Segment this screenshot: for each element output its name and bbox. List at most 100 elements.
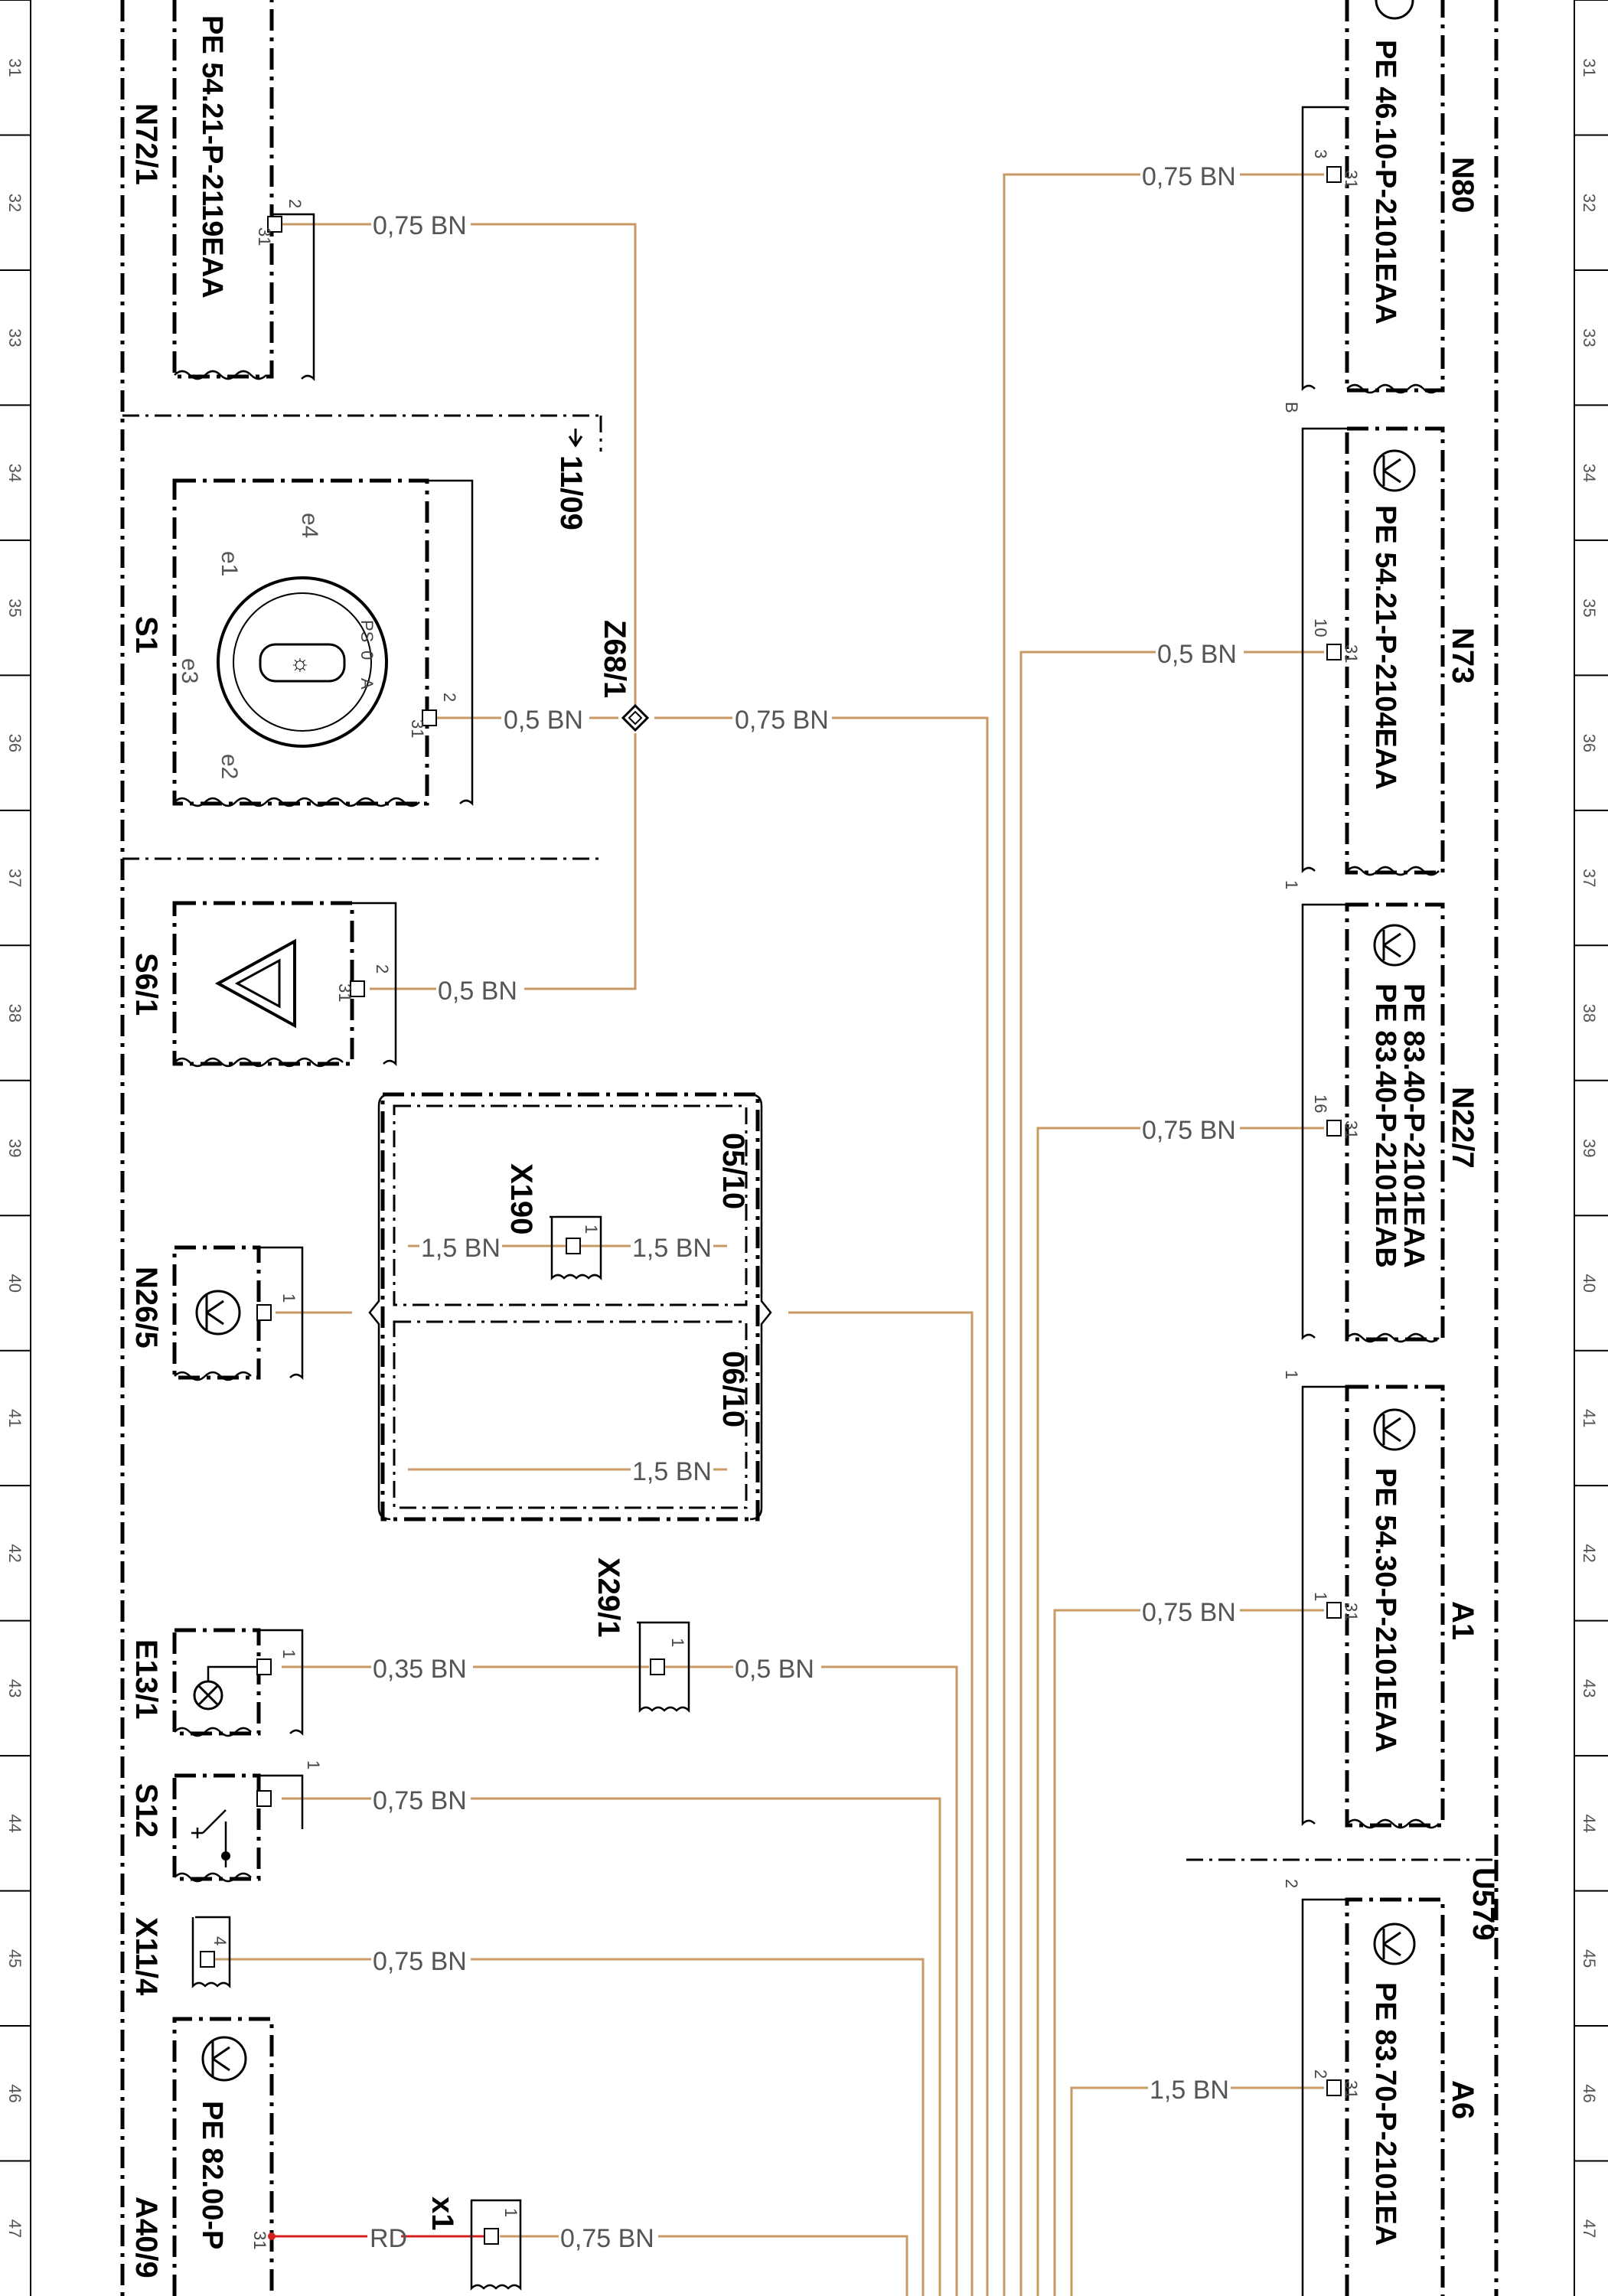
grid-number: 46 [1580,2084,1599,2102]
x11-label: X11/4 [129,1917,163,1996]
component-s6-1: 31 2 S6/1 [129,901,397,1068]
component-a6: 31 2 2 A6 PE 83.70-P-2101EA [1282,1879,1479,2296]
wire-label-n72: 0,75 BN [373,211,467,240]
grid-number: 33 [1580,328,1599,347]
grid-number: 47 [1580,2219,1599,2238]
n80-label: N80 [1446,157,1479,213]
s1-mark-0: 0 [357,651,377,660]
s1-mark-a: A [357,678,377,690]
transistor-icon [1373,924,1416,967]
wire-label-n73: 0,5 BN [1157,640,1237,669]
n22-label: N22/7 [1446,1087,1479,1169]
grid-number: 40 [1580,1274,1599,1292]
component-x1: 1 x1 [426,2197,522,2291]
s12-pinnum: 1 [304,1760,323,1769]
grid-number: 31 [1580,58,1599,77]
s1-pos-e4: e4 [297,513,322,538]
z68-label: Z68/1 [598,620,631,698]
grid-number: 41 [5,1409,24,1427]
grid-number: 31 [5,58,24,77]
component-x29-1: 1 X29/1 [592,1557,690,1714]
grid-number: 37 [1580,869,1599,887]
component-e13-1: 1 E13/1 [129,1628,304,1737]
wire-label-s6: 0,5 BN [438,977,517,1006]
a1-label: A1 [1446,1601,1479,1640]
transistor-icon [1373,449,1416,492]
grid-number: 34 [1580,464,1599,482]
a6-topmark: 2 [1282,1879,1301,1888]
grid-number: 40 [5,1274,24,1292]
wire-label-n22: 0,75 BN [1142,1116,1236,1145]
x29-pinnum: 1 [668,1638,687,1647]
a6-pin: 31 [1342,2080,1361,2099]
variant-block: 05/10 06/10 1 X190 [368,1092,772,1521]
grid-number: 32 [1580,194,1599,212]
wire-label-a1: 0,75 BN [1142,1598,1236,1627]
s1-pos-e1: e1 [217,551,242,576]
grid-number: 42 [1580,1544,1599,1562]
grid-number: 45 [5,1949,24,1968]
grid-number: 35 [1580,598,1599,617]
grid-number: 39 [1580,1139,1599,1157]
component-n72-1: 31 2 N72/1 PE 54.21-P-2119EAA [129,0,315,382]
wire-label-s12: 0,75 BN [373,1786,467,1815]
x190-pinnum: 1 [582,1225,601,1234]
ref-1109-label: 11/09 [554,455,588,530]
transistor-icon [195,1290,241,1336]
component-s1: 31 2 S1 ☼ PS 0 A e1 e2 e3 e4 [129,478,474,807]
n72-doc: PE 54.21-P-2119EAA [196,15,228,298]
n73-doc: PE 54.21-P-2104EAA [1369,505,1401,790]
wire-label-red: RD [370,2224,407,2253]
wire-labels: 0,75 BN 0,5 BN 0,75 BN 0,5 BN 1,5 BN 1,5… [367,156,1244,2253]
sun-icon: ☼ [289,651,311,676]
component-s12: 1 S12 [129,1760,323,1883]
s1-label: S1 [129,616,163,654]
grid-number: 38 [1580,1004,1599,1022]
a6-pinnum: 2 [1311,2069,1330,2079]
n72-pin: 31 [255,227,274,246]
s6-label: S6/1 [129,953,163,1016]
grid-number: 42 [5,1544,24,1562]
n80-doc: PE 46.10-P-2101EAA [1369,40,1401,325]
n22-doc1: PE 83.40-P-2101EAA [1398,983,1430,1268]
a1-pinnum: 1 [1311,1592,1330,1601]
grid-number: 39 [5,1139,24,1157]
s12-label: S12 [129,1783,163,1838]
switch-contact-icon [221,1851,230,1861]
n72-pinnum: 2 [285,199,305,208]
component-n73: 31 10 B N73 PE 54.21-P-2104EAA [1282,402,1479,876]
x190-label: X190 [504,1163,538,1234]
grid-number: 47 [5,2219,24,2238]
grid-number: 35 [5,598,24,617]
u579-label: U579 [1466,1867,1500,1941]
n26-label: N26/5 [129,1267,163,1349]
x11-pinnum: 4 [210,1936,230,1945]
transistor-icon [1375,0,1414,20]
wire-label-n80: 0,75 BN [1142,162,1236,191]
s6-pin: 31 [335,983,354,1002]
component-a1: 31 1 1 A1 PE 54.30-P-2101EAA [1282,1370,1479,1829]
transistor-icon [1373,1923,1416,1965]
a1-topmark: 1 [1282,1370,1301,1379]
grid-number: 36 [5,734,24,752]
grid-number: 37 [5,869,24,887]
component-n80: 31 3 N80 PE 46.10-P-2101EAA [1301,0,1479,394]
a6-label: A6 [1446,2080,1479,2119]
x1-label: x1 [426,2197,459,2231]
transistor-icon [201,2036,247,2082]
grid-number: 38 [5,1004,24,1022]
n73-pinnum: 10 [1311,618,1330,637]
a40-doc: PE 82.00-P [196,2101,228,2249]
grid-number: 33 [5,328,24,347]
wire-label-x190-in: 1,5 BN [421,1234,501,1263]
x29-label: X29/1 [592,1557,625,1638]
component-x11-4: 4 X11/4 [129,1916,231,1996]
wire-label-a6: 1,5 BN [1150,2076,1229,2105]
n73-topmark: B [1282,402,1301,413]
a6-doc: PE 83.70-P-2101EA [1369,1982,1401,2245]
grid-number: 44 [5,1814,24,1832]
component-n22-7: 31 16 1 N22/7 PE 83.40-P-2101EAA PE 83.4… [1282,880,1479,1343]
e13-label: E13/1 [129,1639,163,1720]
